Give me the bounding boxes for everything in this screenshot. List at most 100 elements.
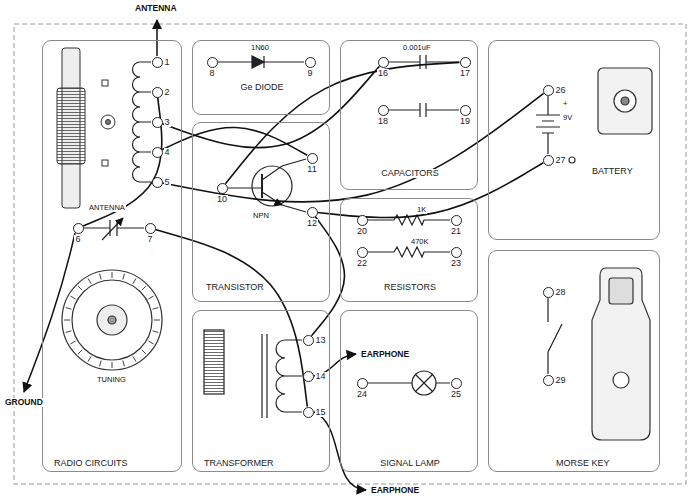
ferrite-coil xyxy=(57,88,85,164)
terminal-post xyxy=(303,335,314,346)
terminal-post xyxy=(303,407,314,418)
panel-border xyxy=(14,24,686,484)
terminal-post xyxy=(543,375,554,386)
terminal-number: 5 xyxy=(164,178,171,187)
capacitor-symbol xyxy=(389,103,459,117)
terminal: 18 xyxy=(377,105,389,126)
inductor-symbol xyxy=(133,62,140,182)
ferrite-coil xyxy=(106,120,111,125)
terminal-number: 14 xyxy=(315,372,327,381)
tuning-dial xyxy=(62,270,162,370)
terminal: 3 xyxy=(152,117,171,128)
transistor-symbol xyxy=(261,174,263,198)
dial-ticks xyxy=(153,308,159,310)
dial-ticks xyxy=(66,308,72,310)
transistor-symbol xyxy=(262,159,306,180)
terminal-number: 6 xyxy=(74,235,81,244)
terminal-post xyxy=(451,215,462,226)
terminal-number: 7 xyxy=(146,235,153,244)
dial-ticks xyxy=(123,274,125,280)
ferrite-coil xyxy=(102,80,108,86)
lamp-symbol xyxy=(368,371,450,395)
terminal-post xyxy=(305,57,316,68)
terminal-post xyxy=(543,85,554,96)
module-panel: TRANSFORMER 13 14 15 xyxy=(192,310,330,472)
terminal-number: 20 xyxy=(356,227,368,236)
dial-ticks xyxy=(112,362,113,368)
terminal-post xyxy=(378,105,389,116)
module-panel: BATTERY2627 xyxy=(488,40,660,240)
terminal: 15 xyxy=(303,407,327,418)
terminal-number: 13 xyxy=(315,336,327,345)
tuning-dial xyxy=(108,316,116,324)
terminal-post xyxy=(307,153,318,164)
terminal-number: 28 xyxy=(555,288,567,297)
module-panel: SIGNAL LAMP2425 xyxy=(340,310,478,472)
terminal-number: 19 xyxy=(459,117,471,126)
terminal-post xyxy=(152,117,163,128)
component-value: 9V xyxy=(562,114,573,122)
battery-clip xyxy=(569,157,575,163)
module-title: CAPACITORS xyxy=(380,169,440,178)
terminal-post xyxy=(378,57,389,68)
terminal-number: 24 xyxy=(356,390,368,399)
terminal: 23 xyxy=(450,247,462,268)
terminal: 11 xyxy=(306,153,317,174)
dial-ticks xyxy=(64,320,70,321)
terminal-number: 16 xyxy=(377,69,389,78)
terminal-number: 22 xyxy=(356,259,368,268)
terminal: 28 xyxy=(543,287,567,298)
terminal-number: 4 xyxy=(164,148,171,157)
terminal-post xyxy=(460,105,471,116)
resistor-symbol xyxy=(368,215,450,257)
terminal-number: 3 xyxy=(164,118,171,127)
inductor-symbol xyxy=(133,62,151,182)
component-value: 1N60 xyxy=(250,44,270,52)
dial-ticks xyxy=(142,350,146,354)
transformer-symbol xyxy=(204,330,302,418)
terminal: 13 xyxy=(303,335,327,346)
tuning-dial xyxy=(97,305,127,335)
morse-key xyxy=(609,278,633,304)
terminal: 5 xyxy=(152,177,171,188)
terminal-number: 10 xyxy=(216,195,228,204)
battery-clip xyxy=(621,97,629,105)
external-label: EARPHONE xyxy=(370,486,420,495)
terminal-number: 12 xyxy=(306,219,318,228)
module-title: TRANSFORMER xyxy=(203,459,275,468)
terminal: 26 xyxy=(543,85,567,96)
transformer-symbol xyxy=(262,334,267,418)
terminal: 16 xyxy=(377,57,389,78)
terminal: 7 xyxy=(145,223,156,244)
diode-symbol xyxy=(218,56,304,68)
lamp-symbol xyxy=(412,371,436,395)
ferrite-coil xyxy=(57,48,115,208)
terminal-number: 11 xyxy=(306,165,317,174)
terminal: 25 xyxy=(450,378,462,399)
terminal-number: 8 xyxy=(208,69,215,78)
terminal-post xyxy=(357,215,368,226)
ground-lead xyxy=(24,233,75,392)
module-panel: MORSE KEY2829 xyxy=(488,250,660,472)
terminal-post xyxy=(357,247,368,258)
module-title: BATTERY xyxy=(591,167,634,176)
dial-ticks xyxy=(78,350,82,354)
battery-clip xyxy=(569,68,652,163)
component-value: 0.001uF xyxy=(402,44,432,52)
module-title: TRANSISTOR xyxy=(205,283,265,292)
wire xyxy=(162,93,543,202)
component-value: TUNING xyxy=(96,376,127,384)
terminal-post xyxy=(152,147,163,158)
external-label: ANTENNA xyxy=(134,4,178,13)
dial-ticks xyxy=(148,296,153,299)
terminal-post xyxy=(303,371,314,382)
terminal-post xyxy=(152,177,163,188)
dial-ticks xyxy=(78,286,82,290)
morse-key xyxy=(613,372,629,388)
terminal-post xyxy=(543,287,554,298)
morse-key xyxy=(592,268,650,440)
terminal-number: 29 xyxy=(555,376,567,385)
terminal-post xyxy=(217,183,228,194)
terminal-number: 25 xyxy=(450,390,462,399)
morse-switch-symbol xyxy=(548,298,562,374)
